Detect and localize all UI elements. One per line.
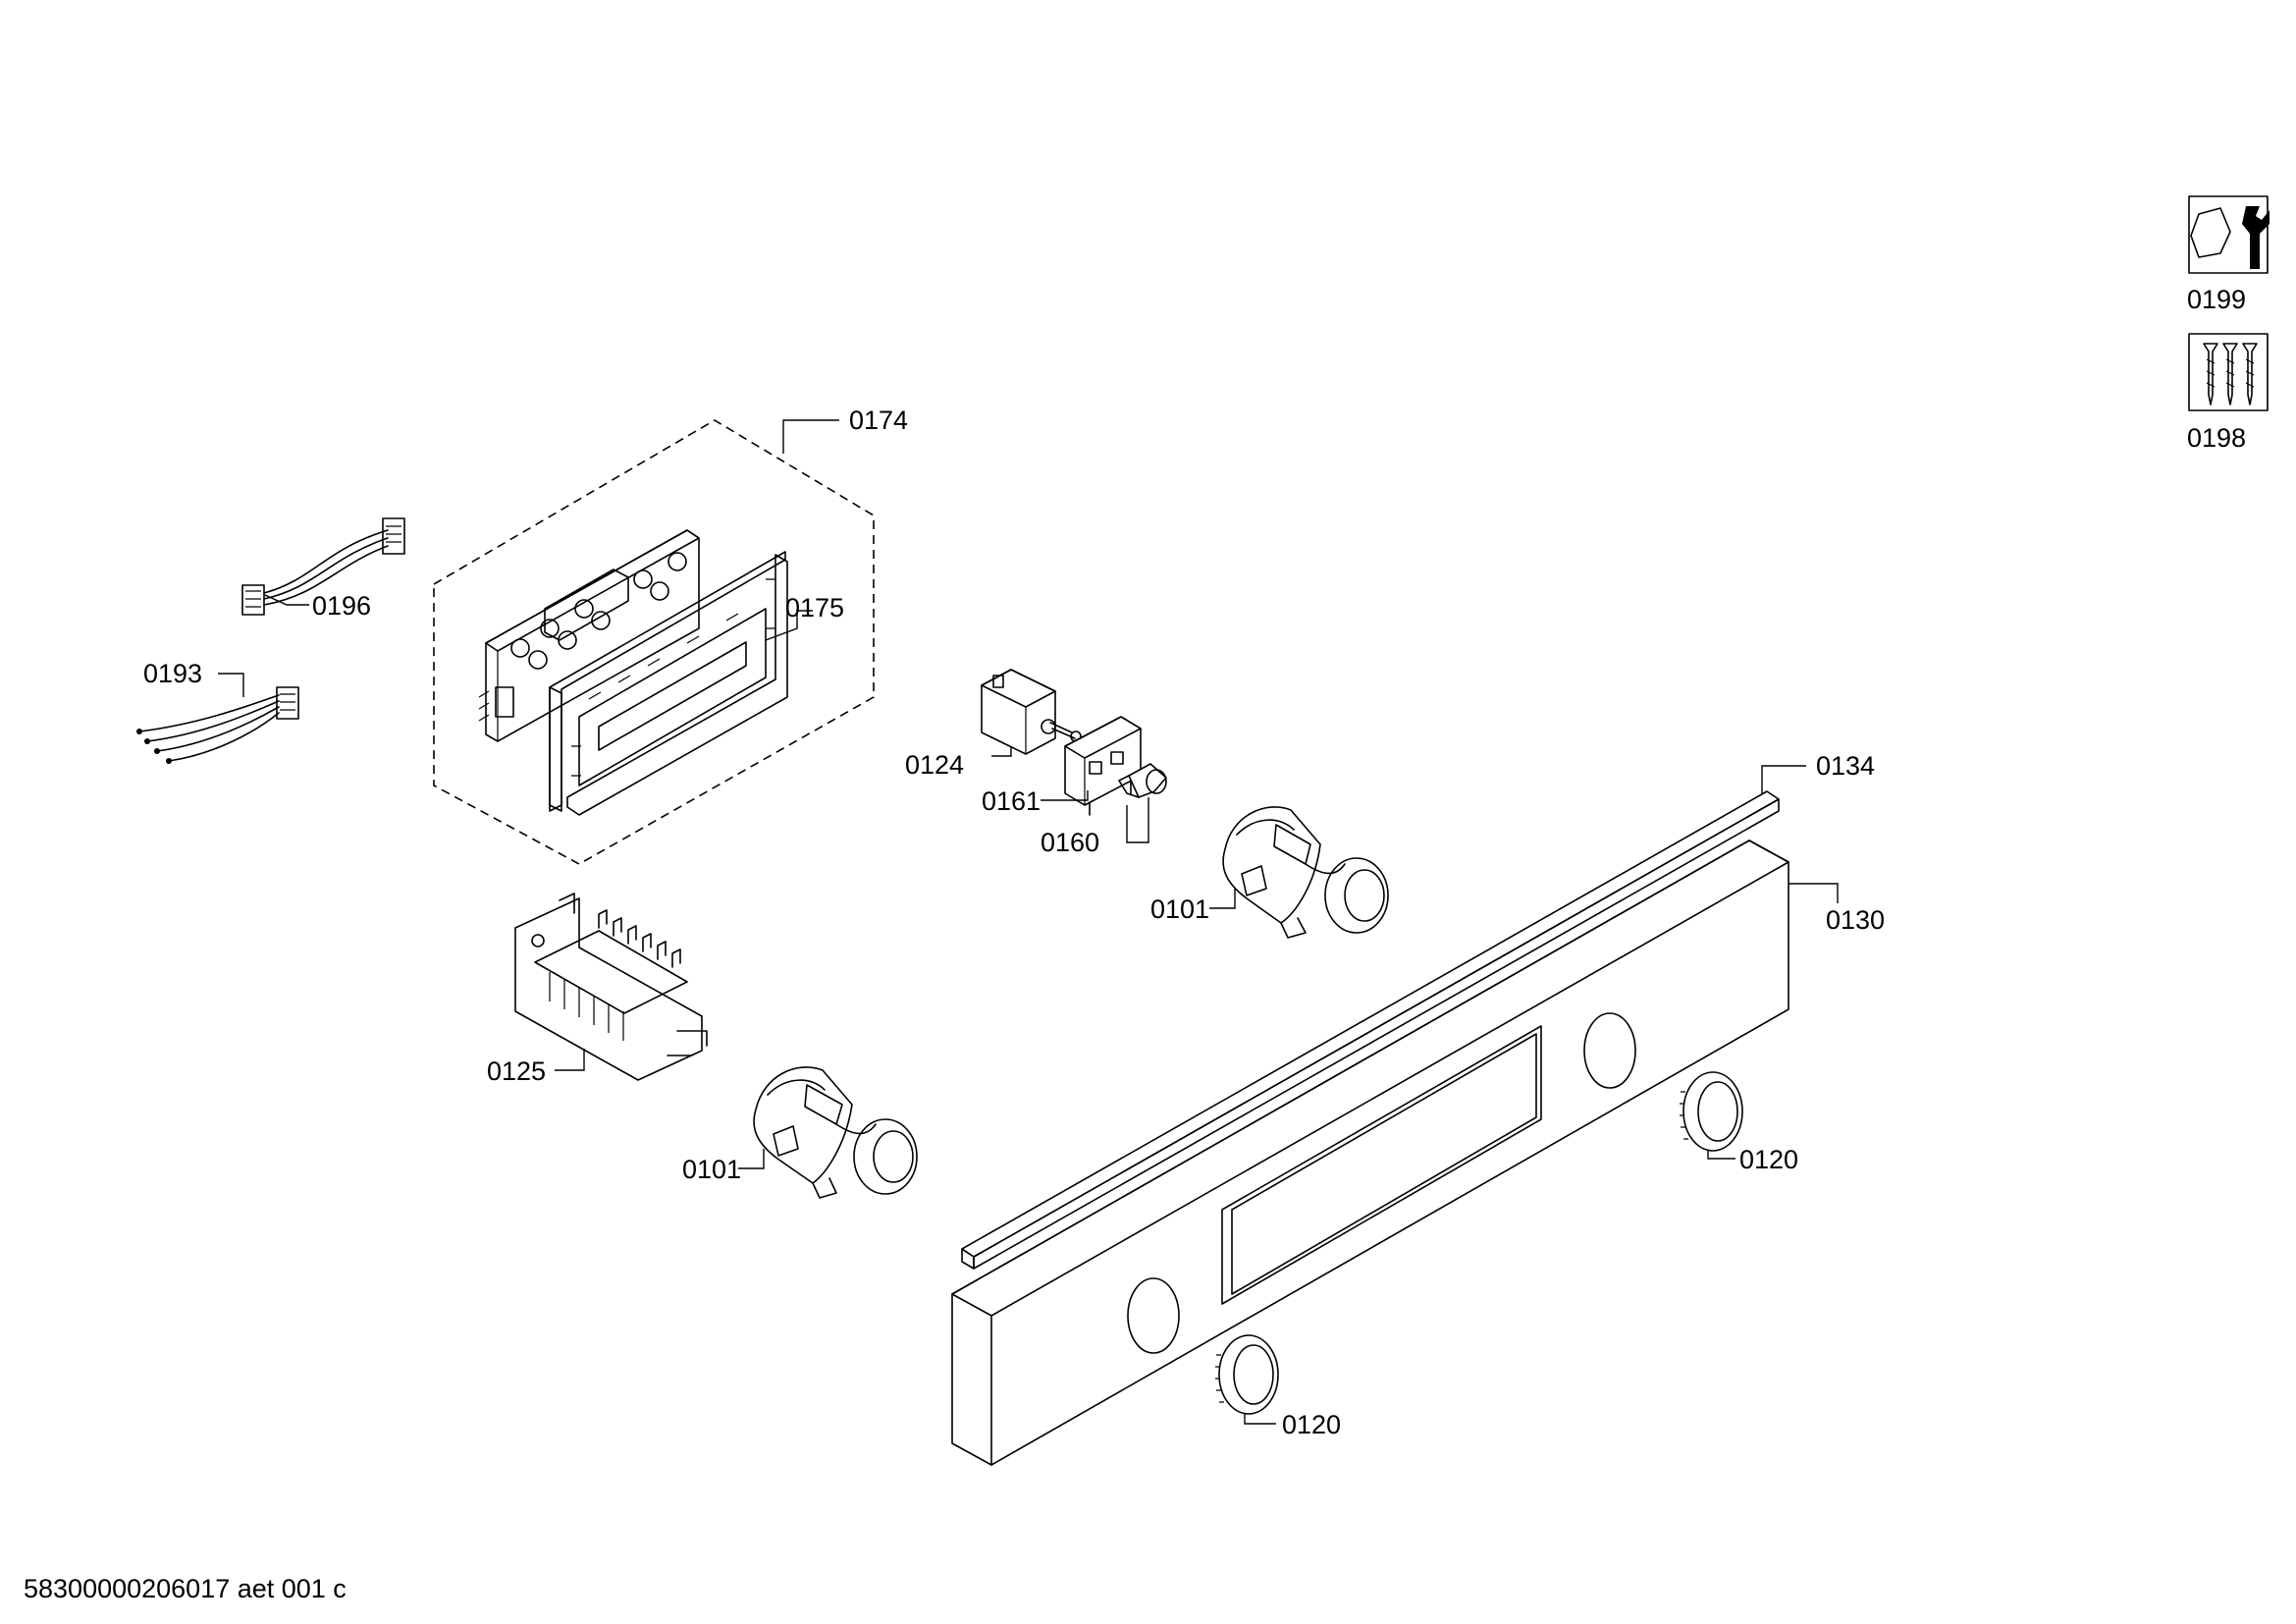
lamp-socket-0160[interactable] (1118, 763, 1167, 798)
electronic-module-board[interactable] (478, 529, 700, 742)
cable-harness-0193[interactable] (136, 686, 299, 764)
part-label-0199: 0199 (2187, 285, 2246, 314)
knob-assembly-top[interactable] (1222, 806, 1389, 939)
knob-ring-bottom[interactable] (1215, 1334, 1279, 1415)
part-label-0120-right: 0120 (1739, 1145, 1798, 1174)
part-label-0125: 0125 (487, 1056, 546, 1086)
hex-nut-and-wrench-icon[interactable] (2188, 195, 2269, 274)
part-label-0124: 0124 (905, 750, 964, 780)
part-label-0101-top: 0101 (1150, 894, 1209, 924)
document-id: 58300000206017 aet 001 c (24, 1574, 347, 1603)
part-label-0174: 0174 (849, 406, 908, 435)
part-label-0120-bottom: 0120 (1282, 1410, 1341, 1439)
terminal-block-0125[interactable] (514, 893, 708, 1081)
part-label-0130: 0130 (1826, 905, 1885, 935)
part-label-0198: 0198 (2187, 423, 2246, 453)
module-group-outline (433, 419, 875, 865)
knob-ring-right[interactable] (1680, 1071, 1743, 1152)
part-label-0160: 0160 (1041, 828, 1099, 857)
part-label-0134: 0134 (1816, 751, 1875, 781)
part-label-0101-bottom: 0101 (682, 1155, 741, 1184)
control-panel-fascia-0130[interactable] (951, 839, 1789, 1466)
cable-harness-0196[interactable] (241, 517, 405, 616)
knob-assembly-bottom[interactable] (753, 1066, 918, 1199)
part-label-0193: 0193 (143, 659, 202, 688)
part-label-0161: 0161 (982, 786, 1041, 816)
screws-icon[interactable] (2188, 333, 2269, 411)
part-label-0175: 0175 (785, 593, 844, 623)
part-label-0196: 0196 (312, 591, 371, 621)
module-frame[interactable] (549, 551, 788, 816)
rotary-switch-0124[interactable] (981, 669, 1082, 755)
trim-strip-0134[interactable] (961, 790, 1780, 1270)
